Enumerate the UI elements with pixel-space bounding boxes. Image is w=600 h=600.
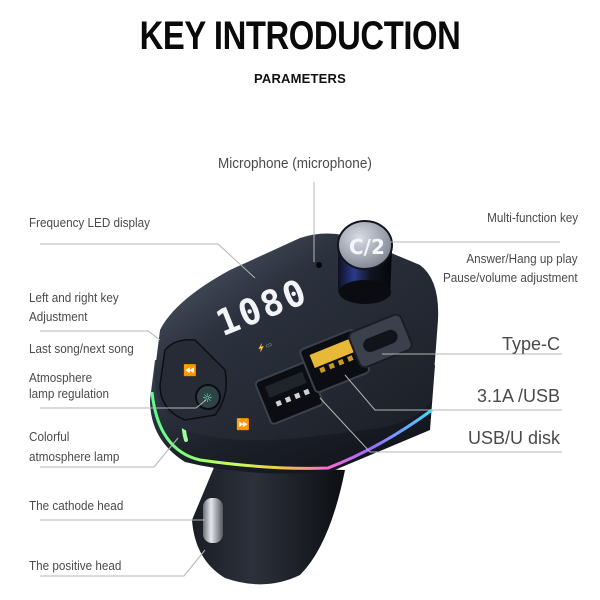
label-pause-volume: Pause/volume adjustment (443, 270, 578, 285)
label-answer-hangup: Answer/Hang up play (466, 251, 578, 266)
label-frequency-display: Frequency LED display (29, 215, 150, 230)
leader-usb-disk (319, 397, 562, 453)
microphone-hole (316, 262, 322, 268)
label-3-1a-usb: 3.1A /USB (476, 386, 560, 406)
prev-song-icon: ⏪ (183, 364, 197, 377)
svg-text:C/2: C/2 (349, 235, 385, 259)
label-usb-disk: USB/U disk (467, 428, 560, 448)
label-atmosphere-1: Atmosphere (29, 370, 93, 385)
label-colorful-2: atmosphere lamp (29, 449, 120, 464)
label-last-next-song: Last song/next song (29, 341, 134, 356)
leader-3-1a-usb (344, 374, 562, 411)
label-microphone: Microphone (microphone) (218, 155, 372, 172)
page-subtitle: PARAMETERS (253, 71, 347, 86)
next-song-icon: ⏩ (236, 418, 250, 431)
label-left-right-key: Left and right key (29, 290, 119, 305)
leader-left-right-key (40, 330, 161, 341)
label-multi-function-key: Multi-function key (486, 210, 578, 225)
label-colorful-1: Colorful (29, 429, 70, 444)
multi-function-knob: C/2 (337, 220, 393, 304)
page-title: KEY INTRODUCTION (139, 14, 461, 58)
label-positive-head: The positive head (29, 558, 122, 573)
leader-positive-head (40, 549, 206, 577)
leader-atmosphere-lamp (40, 399, 207, 409)
label-adjustment: Adjustment (29, 309, 88, 324)
cathode-pin (203, 498, 223, 543)
plug-body (192, 465, 345, 585)
label-atmosphere-2: lamp regulation (29, 386, 110, 401)
ambient-lamp-strip (150, 391, 433, 470)
lightbulb-icon: ☼ (202, 391, 213, 405)
leader-colorful-lamp (40, 437, 179, 468)
label-cathode-head: The cathode head (29, 498, 124, 513)
leader-frequency-display (40, 243, 256, 279)
label-type-c: Type-C (501, 334, 560, 354)
